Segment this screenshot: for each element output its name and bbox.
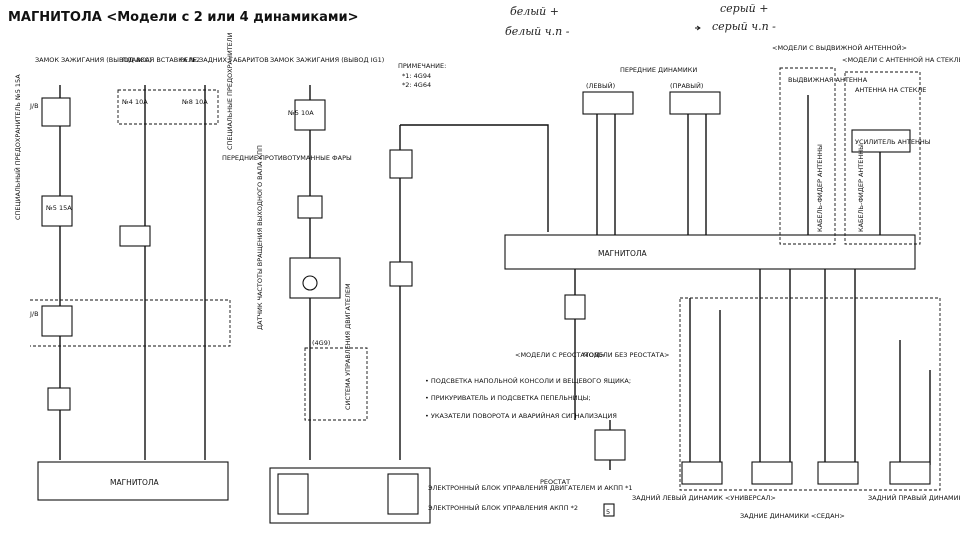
radio-box-right (504, 234, 916, 270)
arrow-icon (695, 25, 701, 31)
jc-2-box (389, 149, 413, 179)
wires-fuse2 (144, 85, 206, 460)
handwritten-gray-minus: серый ч.п - (712, 20, 776, 33)
jc-box-ig1 (297, 195, 323, 219)
antenna-wires (807, 95, 881, 235)
ecu-sys-label: СИСТЕМА УПРАВЛЕНИЯ ДВИГАТЕЛЕМ (344, 283, 352, 410)
sedan-right-speaker (817, 461, 859, 485)
fuse-15a-label: №5 15A (45, 204, 72, 212)
ant-glass-box (844, 71, 921, 245)
sensor-label: ДАТЧИК ЧАСТОТЫ ВРАЩЕНИЯ ВЫХОДНОГО ВАЛА К… (256, 145, 264, 330)
jc-6b-box (564, 294, 586, 320)
amp-box (851, 129, 911, 153)
jb-label-2: J/B (29, 310, 39, 318)
rheostat-label: РЕОСТАТ (540, 478, 570, 486)
ecu2-label: ЭЛЕКТРОННЫЙ БЛОК УПРАВЛЕНИЯ АКПП *2 (428, 503, 578, 512)
header-fuse2: ПЛАВКАЯ ВСТАВКА №2 (122, 56, 200, 64)
ecu-ground-1 (277, 473, 309, 515)
front-right-label: (ПРАВЫЙ) (670, 81, 703, 90)
front-speakers-label: ПЕРЕДНИЕ ДИНАМИКИ (620, 66, 697, 74)
radio-label-right: МАГНИТОЛА (598, 249, 648, 258)
page-num: 5 (606, 508, 610, 516)
handwritten-white-minus: белый ч.п - (505, 25, 570, 38)
note-2: *2: 4G64 (402, 81, 431, 89)
jb-rheo-box (594, 429, 626, 461)
rear-sedan-label: ЗАДНИЕ ДИНАМИКИ <СЕДАН> (740, 512, 845, 520)
ecu-block (269, 467, 431, 524)
ecu1-label: ЭЛЕКТРОННЫЙ БЛОК УПРАВЛЕНИЯ ДВИГАТЕЛЕМ И… (428, 483, 633, 492)
ext-antenna-label: ВЫДВИЖНАЯ АНТЕННА (788, 76, 868, 84)
header-ign-acc: ЗАМОК ЗАЖИГАНИЯ (ВЫВОД ACC) (35, 56, 152, 64)
jb-block-2 (41, 305, 73, 337)
list-item-2: • ПРИКУРИВАТЕЛЬ И ПОДСВЕТКА ПЕПЕЛЬНИЦЫ; (425, 394, 591, 402)
header-rear-relay: РЕЛЕ ЗАДНИХ ГАБАРИТОВ (180, 56, 269, 64)
jc-6-box (119, 225, 151, 247)
g4-label: (4G9) (312, 339, 330, 347)
jc-block-7 (47, 387, 71, 411)
list-item-3: • УКАЗАТЕЛИ ПОВОРОТА И АВАРИЙНАЯ СИГНАЛИ… (425, 411, 617, 420)
ecu-ground-2 (387, 473, 419, 515)
jc-a-box (389, 261, 413, 287)
front-right-speaker (669, 91, 721, 115)
rear-left-speaker (681, 461, 723, 485)
no-rheo-label: МОДЕЛИ БЕЗ РЕОСТАТА> (583, 351, 670, 359)
rear-right-label: ЗАДНИЙ ПРАВЫЙ ДИНАМИК <УНИВЕРСАЛ> (868, 493, 960, 502)
rear-wires (759, 269, 856, 465)
feeder-label-2: КАБЕЛЬ-ФИДЕР АНТЕННЫ (857, 144, 865, 232)
sedan-left-speaker (751, 461, 793, 485)
note-title: ПРИМЕЧАНИЕ: (398, 62, 446, 70)
ant-glass-header: <МОДЕЛИ С АНТЕННОЙ НА СТЕКЛЕ> (842, 55, 960, 64)
glass-antenna-label: АНТЕННА НА СТЕКЛЕ (855, 86, 926, 94)
list-item-1: • ПОДСВЕТКА НАПОЛЬНОЙ КОНСОЛИ И ВЕЩЕВОГО… (425, 376, 631, 385)
diagram-title: МАГНИТОЛА <Модели с 2 или 4 динамиками> (8, 10, 359, 25)
front-speaker-wires (596, 114, 707, 235)
fuse-4-label: №4 10A (121, 98, 148, 106)
fuse-block-2 (117, 89, 219, 125)
amp-label: УСИЛИТЕЛЬ АНТЕННЫ (855, 138, 931, 146)
radio-box-left (37, 461, 229, 501)
jb-block-1 (41, 97, 71, 127)
fuse-8-label: №8 10A (181, 98, 208, 106)
fuse-15a-box (41, 195, 73, 227)
handwritten-gray: серый + (720, 2, 768, 15)
jb-dash (30, 299, 231, 347)
ant-ext-box (779, 67, 836, 245)
note-1: *1: 4G94 (402, 72, 431, 80)
ant-ext-header: <МОДЕЛИ С ВЫДВИЖНОЙ АНТЕННОЙ> (772, 43, 907, 52)
special-fuse-label: СПЕЦИАЛЬНЫЙ ПРЕДОХРАНИТЕЛЬ №5 15A (13, 74, 22, 220)
with-rheo-label: <МОДЕЛИ С РЕОСТАТОМ> (515, 351, 605, 359)
radio-label-left: МАГНИТОЛА (110, 478, 160, 487)
special-fuses-label: СПЕЦИАЛЬНЫЕ ПРЕДОХРАНИТЕЛИ (226, 32, 234, 150)
header-ign-ig1: ЗАМОК ЗАЖИГАНИЯ (ВЫВОД IG1) (270, 56, 384, 64)
feeder-label-1: КАБЕЛЬ-ФИДЕР АНТЕННЫ (816, 144, 824, 232)
fuse-5b-label: №5 10A (287, 109, 314, 117)
page-num-box (603, 503, 615, 517)
fog-label: ПЕРЕДНИЕ ПРОТИВОТУМАННЫЕ ФАРЫ (222, 154, 352, 162)
handwritten-white: белый + (510, 5, 559, 18)
ecu-system-box (304, 347, 368, 421)
wire-jc2 (399, 124, 549, 460)
rear-dash-box (679, 297, 941, 491)
front-left-label: (ЛЕВЫЙ) (586, 81, 615, 90)
front-left-speaker (582, 91, 634, 115)
rear-left-label: ЗАДНИЙ ЛЕВЫЙ ДИНАМИК <УНИВЕРСАЛ> (632, 493, 776, 502)
jb-label-1: J/B (29, 102, 39, 110)
fuse-5b-box (294, 99, 326, 131)
rear-right-speaker (889, 461, 931, 485)
rear-wires-outer (689, 298, 931, 465)
sensor-icon (302, 275, 318, 291)
